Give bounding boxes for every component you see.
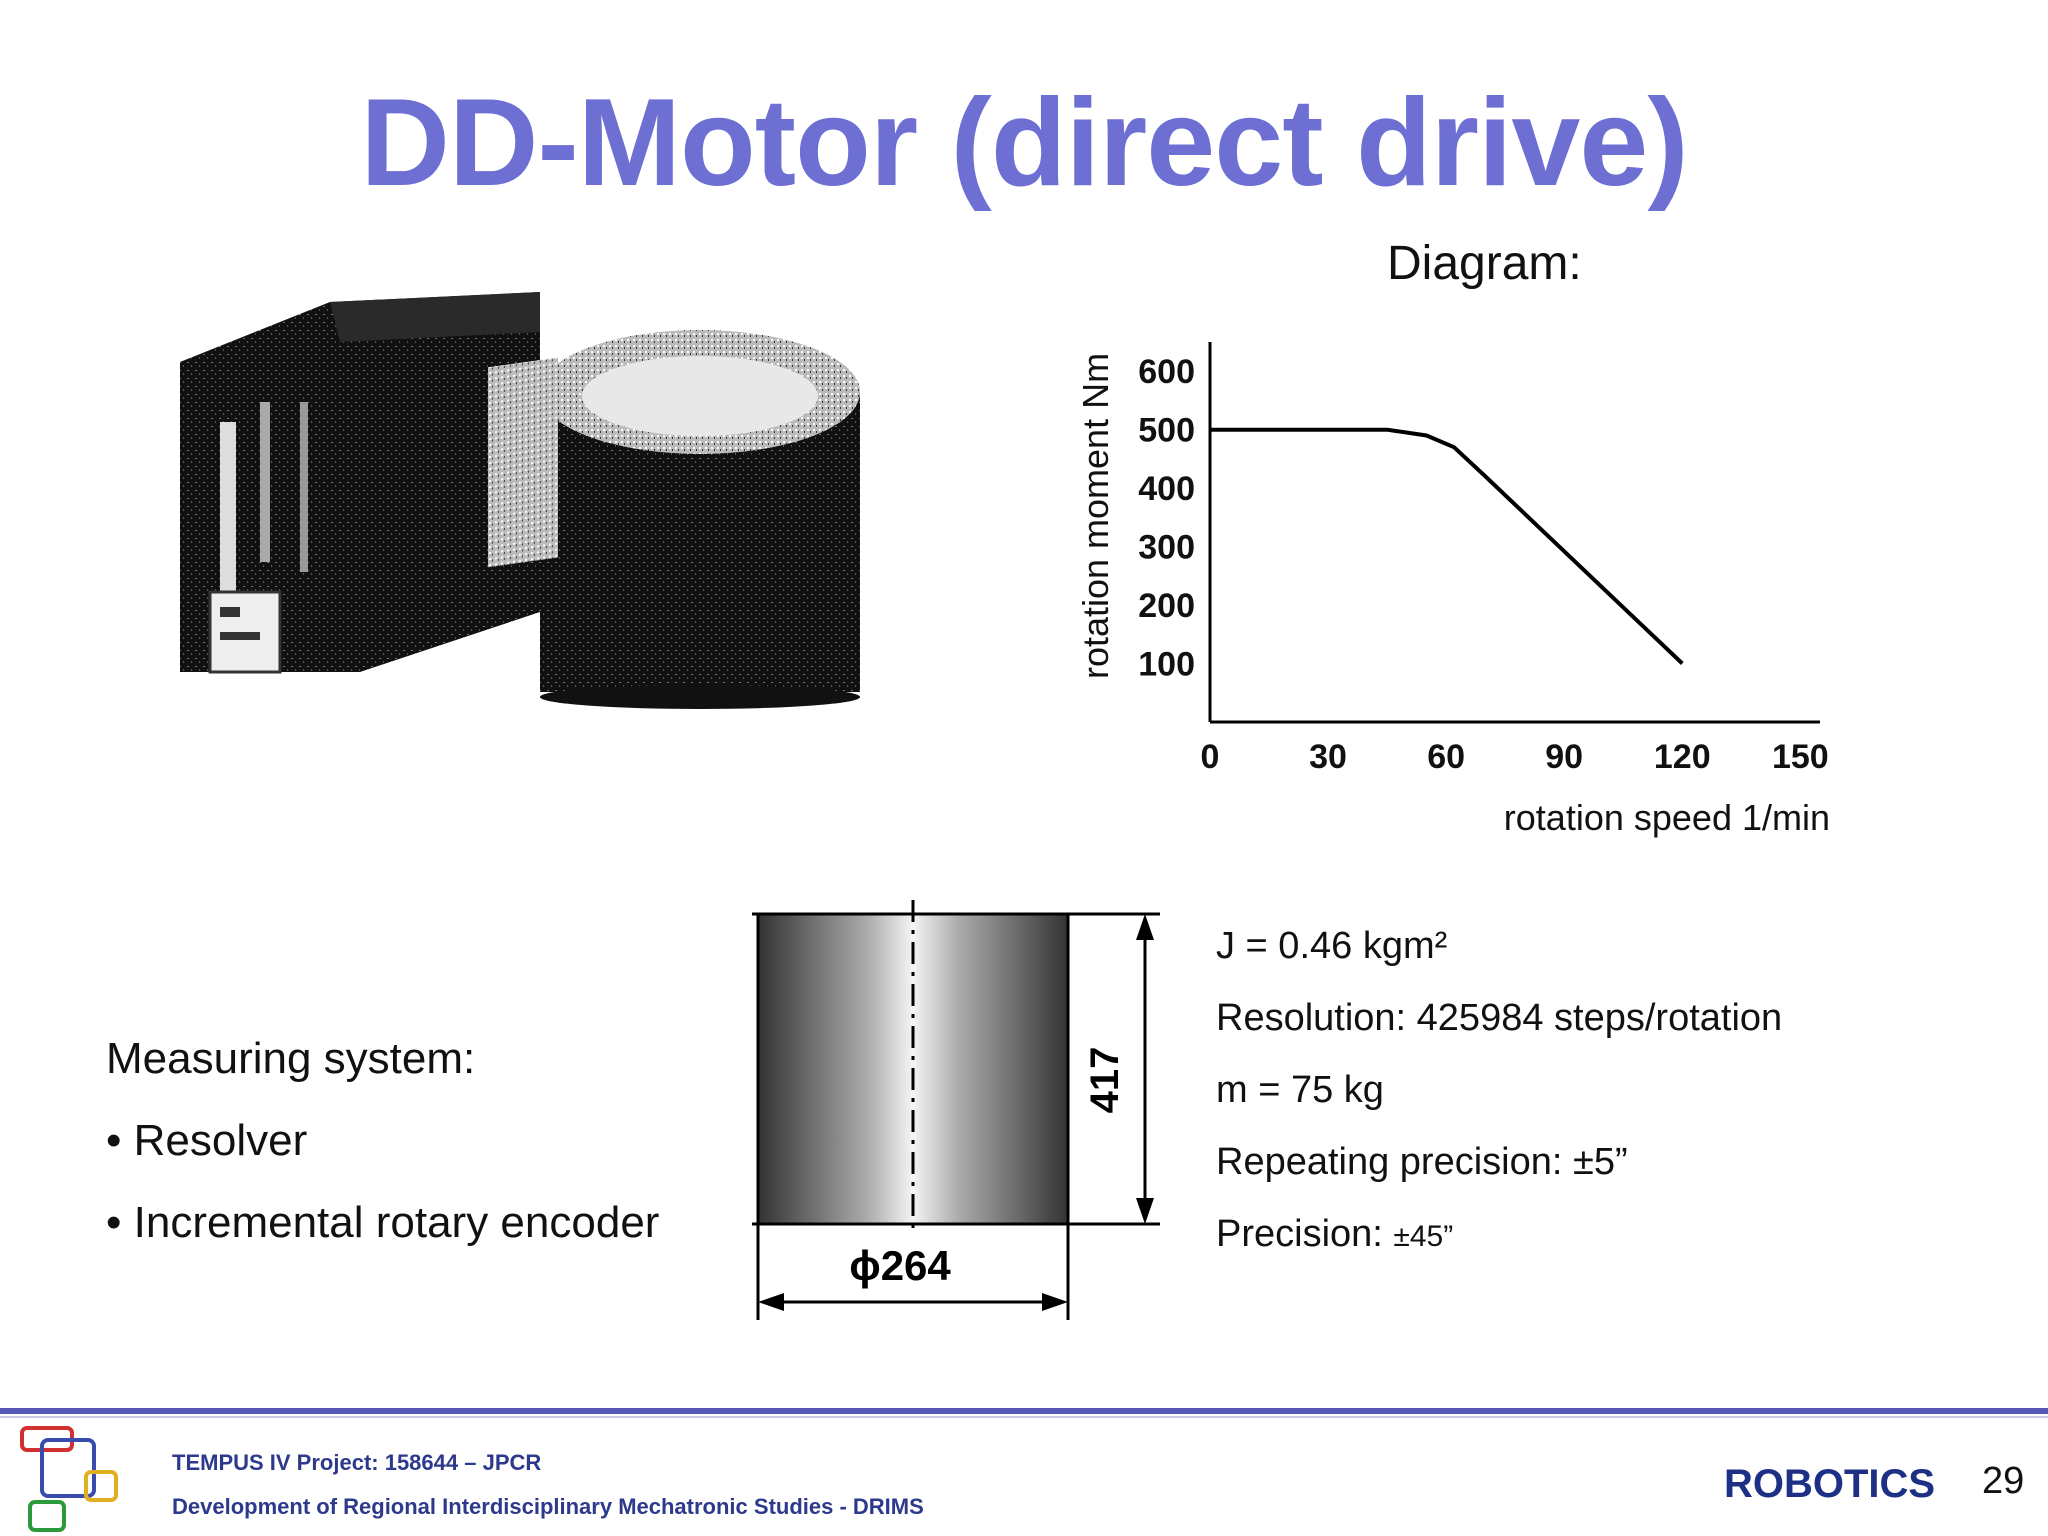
y-tick-label: 500: [1138, 412, 1195, 450]
y-tick-label: 400: [1138, 470, 1195, 508]
footer-divider-light: [0, 1416, 2048, 1418]
controller-box: [180, 292, 540, 674]
x-tick-label: 150: [1772, 738, 1829, 776]
spec-repeating-precision: Repeating precision: ±5”: [1216, 1141, 1628, 1183]
spec-precision-value: ±45”: [1393, 1220, 1454, 1253]
footer-program: Development of Regional Interdisciplinar…: [172, 1494, 924, 1519]
x-tick-label: 60: [1427, 738, 1465, 776]
footer-project: TEMPUS IV Project: 158644 – JPCR: [172, 1450, 542, 1475]
y-axis-label: rotation moment Nm: [1075, 353, 1116, 679]
x-tick-labels: 0 30 60 90 120 150: [1201, 738, 1829, 776]
measuring-item-encoder: • Incremental rotary encoder: [106, 1198, 660, 1247]
footer-topic: ROBOTICS: [1724, 1462, 1936, 1506]
motor-cylinder: [488, 330, 860, 709]
spec-precision: Precision: ±45”: [1216, 1198, 1782, 1273]
x-tick-label: 120: [1654, 738, 1711, 776]
y-tick-label: 200: [1138, 587, 1195, 625]
spec-precision-label: Precision:: [1216, 1213, 1394, 1255]
diagram-label: Diagram:: [1387, 237, 1582, 290]
measuring-item-resolver: • Resolver: [106, 1116, 308, 1165]
slide-title: DD-Motor (direct drive): [360, 74, 1688, 212]
x-tick-label: 90: [1545, 738, 1583, 776]
dimension-drawing: 417 ϕ264: [752, 900, 1160, 1320]
measuring-system: Measuring system: • Resolver • Increment…: [106, 1018, 659, 1264]
motor-photo: [180, 292, 860, 709]
measuring-heading: Measuring system:: [106, 1034, 476, 1083]
diameter-label: ϕ264: [849, 1242, 951, 1289]
spec-inertia: J = 0.46 kgm²: [1216, 925, 1448, 967]
y-tick-labels: 100 200 300 400 500 600: [1138, 353, 1195, 683]
height-label: 417: [1083, 1047, 1127, 1114]
spec-mass: m = 75 kg: [1216, 1069, 1384, 1111]
y-tick-label: 100: [1138, 646, 1195, 684]
motor-specs: J = 0.46 kgm² Resolution: 425984 steps/r…: [1216, 910, 1782, 1273]
footer-divider: [0, 1408, 2048, 1414]
x-tick-label: 0: [1201, 738, 1220, 776]
torque-speed-chart: rotation moment Nm 100 200 300 400 500 600 0 3…: [1075, 342, 1830, 838]
y-tick-label: 300: [1138, 529, 1195, 567]
y-tick-label: 600: [1138, 353, 1195, 391]
torque-curve: [1210, 427, 1684, 665]
spec-resolution: Resolution: 425984 steps/rotation: [1216, 997, 1783, 1039]
x-tick-label: 30: [1309, 738, 1347, 776]
page-number: 29: [1982, 1460, 2025, 1502]
tempus-logo-icon: [20, 1426, 118, 1532]
x-axis-label: rotation speed 1/min: [1504, 797, 1830, 838]
